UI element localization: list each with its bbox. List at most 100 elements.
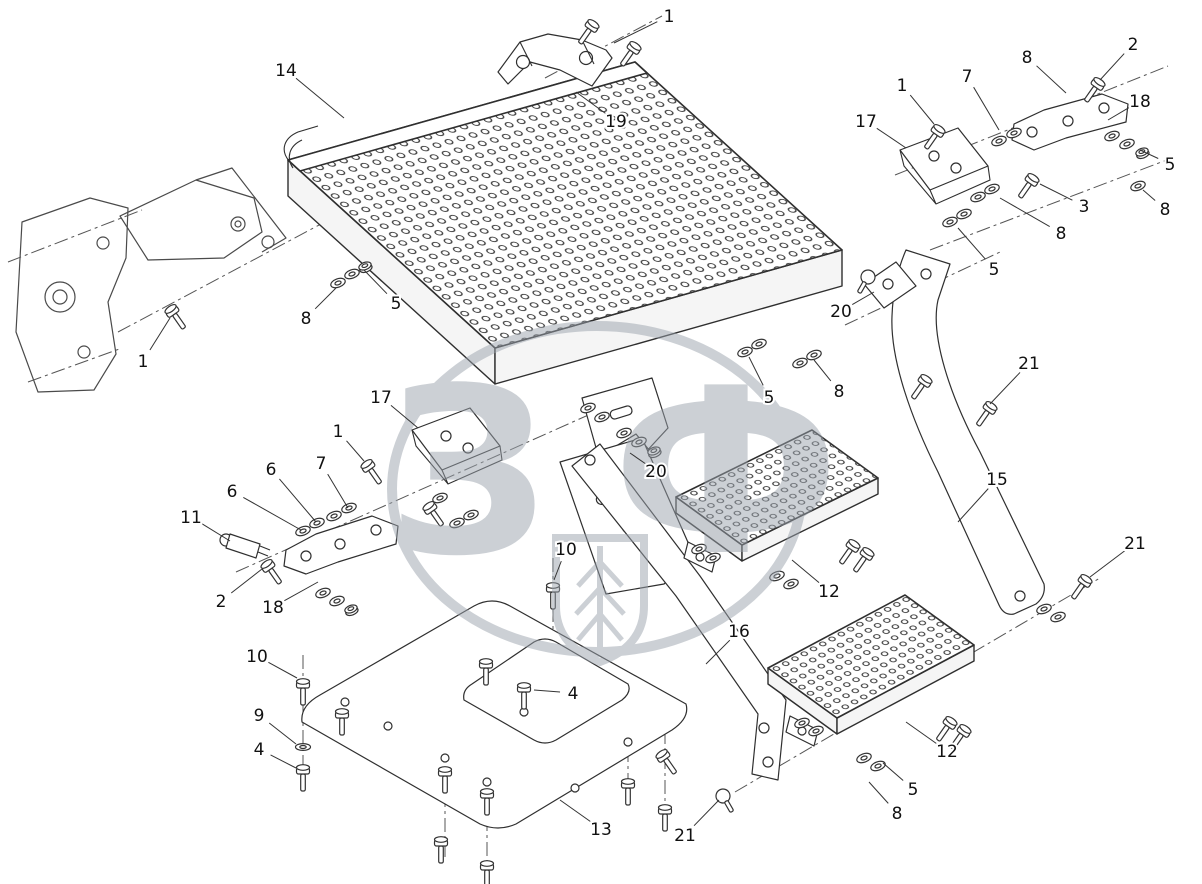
washer-icon <box>1048 609 1068 625</box>
callout-label: 5 <box>989 260 1000 280</box>
callout-label: 1 <box>333 422 344 442</box>
washer-icon <box>327 593 347 609</box>
washer-icon <box>982 181 1002 197</box>
strap-18-left <box>283 515 399 575</box>
step-plate-upper <box>675 429 879 573</box>
bracket-19 <box>497 33 613 87</box>
bolt-icon <box>259 557 286 588</box>
nut-icon <box>343 602 360 618</box>
callout-leader <box>327 473 349 509</box>
bracket-17-right <box>899 127 991 205</box>
bolt-icon <box>295 764 311 792</box>
callout-leader <box>693 799 720 827</box>
callout-label: 15 <box>986 470 1008 490</box>
callout-label: 1 <box>664 7 675 27</box>
callout-label: 8 <box>892 804 903 824</box>
main-platform <box>283 61 843 385</box>
washer-icon <box>294 742 312 752</box>
washer-icon <box>989 133 1009 149</box>
step-plate-lower <box>767 594 975 747</box>
callout-leader <box>882 762 904 781</box>
bracket-16 <box>571 443 787 781</box>
bolt-icon <box>972 399 999 430</box>
callout-leader <box>314 287 337 310</box>
washer-icon <box>1102 128 1122 144</box>
callout-label: 1 <box>897 76 908 96</box>
callout-label: 18 <box>1129 92 1151 112</box>
callout-label: 5 <box>391 294 402 314</box>
callout-leader <box>346 440 365 462</box>
washer-icon <box>954 206 974 222</box>
callout-leader <box>1107 107 1130 121</box>
callout-leader <box>852 291 875 305</box>
callout-label: 1 <box>138 352 149 372</box>
callout-label: 8 <box>1056 224 1067 244</box>
washer-icon <box>1034 601 1054 617</box>
callout-leader <box>748 356 764 386</box>
lever-pin-11 <box>219 533 271 559</box>
callout-leader <box>813 359 832 382</box>
callout-leader <box>533 689 561 693</box>
callout-leader <box>989 372 1021 405</box>
washer-icon <box>293 523 313 539</box>
callout-leader <box>279 478 317 523</box>
callout-label: 9 <box>254 706 265 726</box>
watermark: З Ф <box>386 321 840 667</box>
callout-leader <box>705 639 731 665</box>
callout-label: 12 <box>936 742 958 762</box>
washer-icon <box>307 515 327 531</box>
callout-leader <box>201 523 231 542</box>
callout-leader <box>1039 183 1073 201</box>
callout-label: 16 <box>728 622 750 642</box>
callout-label: 21 <box>1018 354 1040 374</box>
callout-leader <box>791 559 820 584</box>
watermark-letter-right: Ф <box>612 340 840 607</box>
callout-leader <box>1036 65 1067 94</box>
callout-label: 21 <box>674 826 696 846</box>
callout-leader <box>973 86 1000 131</box>
bolt-icon <box>163 302 190 333</box>
clip-20-right <box>863 261 917 309</box>
callout-label: 4 <box>568 684 579 704</box>
callout-label: 2 <box>1128 35 1139 55</box>
thumb-bolt-icon <box>712 785 739 816</box>
callout-leader <box>149 317 171 351</box>
callout-label: 17 <box>855 112 877 132</box>
callout-leader <box>1089 550 1125 578</box>
bolt-icon <box>359 457 386 488</box>
callout-leader <box>575 91 606 114</box>
washer-icon <box>313 585 333 601</box>
callout-leader <box>295 77 345 119</box>
washer-icon <box>339 500 359 516</box>
callout-label: 20 <box>830 302 852 322</box>
callout-leader <box>268 661 298 679</box>
bolt-icon <box>479 860 495 884</box>
callout-label: 7 <box>316 454 327 474</box>
washer-icon <box>854 750 874 766</box>
callout-leader <box>243 496 302 531</box>
callout-leader <box>613 21 658 44</box>
callout-label: 6 <box>266 460 277 480</box>
callout-label: 10 <box>555 540 577 560</box>
callout-label: 4 <box>254 740 265 760</box>
callout-leader <box>629 452 646 465</box>
bracket-15 <box>891 249 1045 615</box>
callout-label: 7 <box>962 67 973 87</box>
callout-label: 12 <box>818 582 840 602</box>
washer-icon <box>342 266 362 282</box>
callout-label: 10 <box>246 647 268 667</box>
washer-icon <box>940 214 960 230</box>
callout-leader <box>957 227 986 260</box>
washer-icon <box>324 508 344 524</box>
callout-leader <box>1142 189 1156 201</box>
callout-leader <box>230 568 263 594</box>
bolt-icon <box>295 678 311 706</box>
callout-leader <box>868 781 889 804</box>
callout-leader <box>553 560 562 581</box>
callout-leader <box>390 404 419 429</box>
callout-leader <box>559 799 591 822</box>
callout-leader <box>270 754 297 769</box>
bracket-17-mid <box>411 407 503 485</box>
callout-label: 8 <box>301 309 312 329</box>
callout-label: 5 <box>1165 155 1176 175</box>
